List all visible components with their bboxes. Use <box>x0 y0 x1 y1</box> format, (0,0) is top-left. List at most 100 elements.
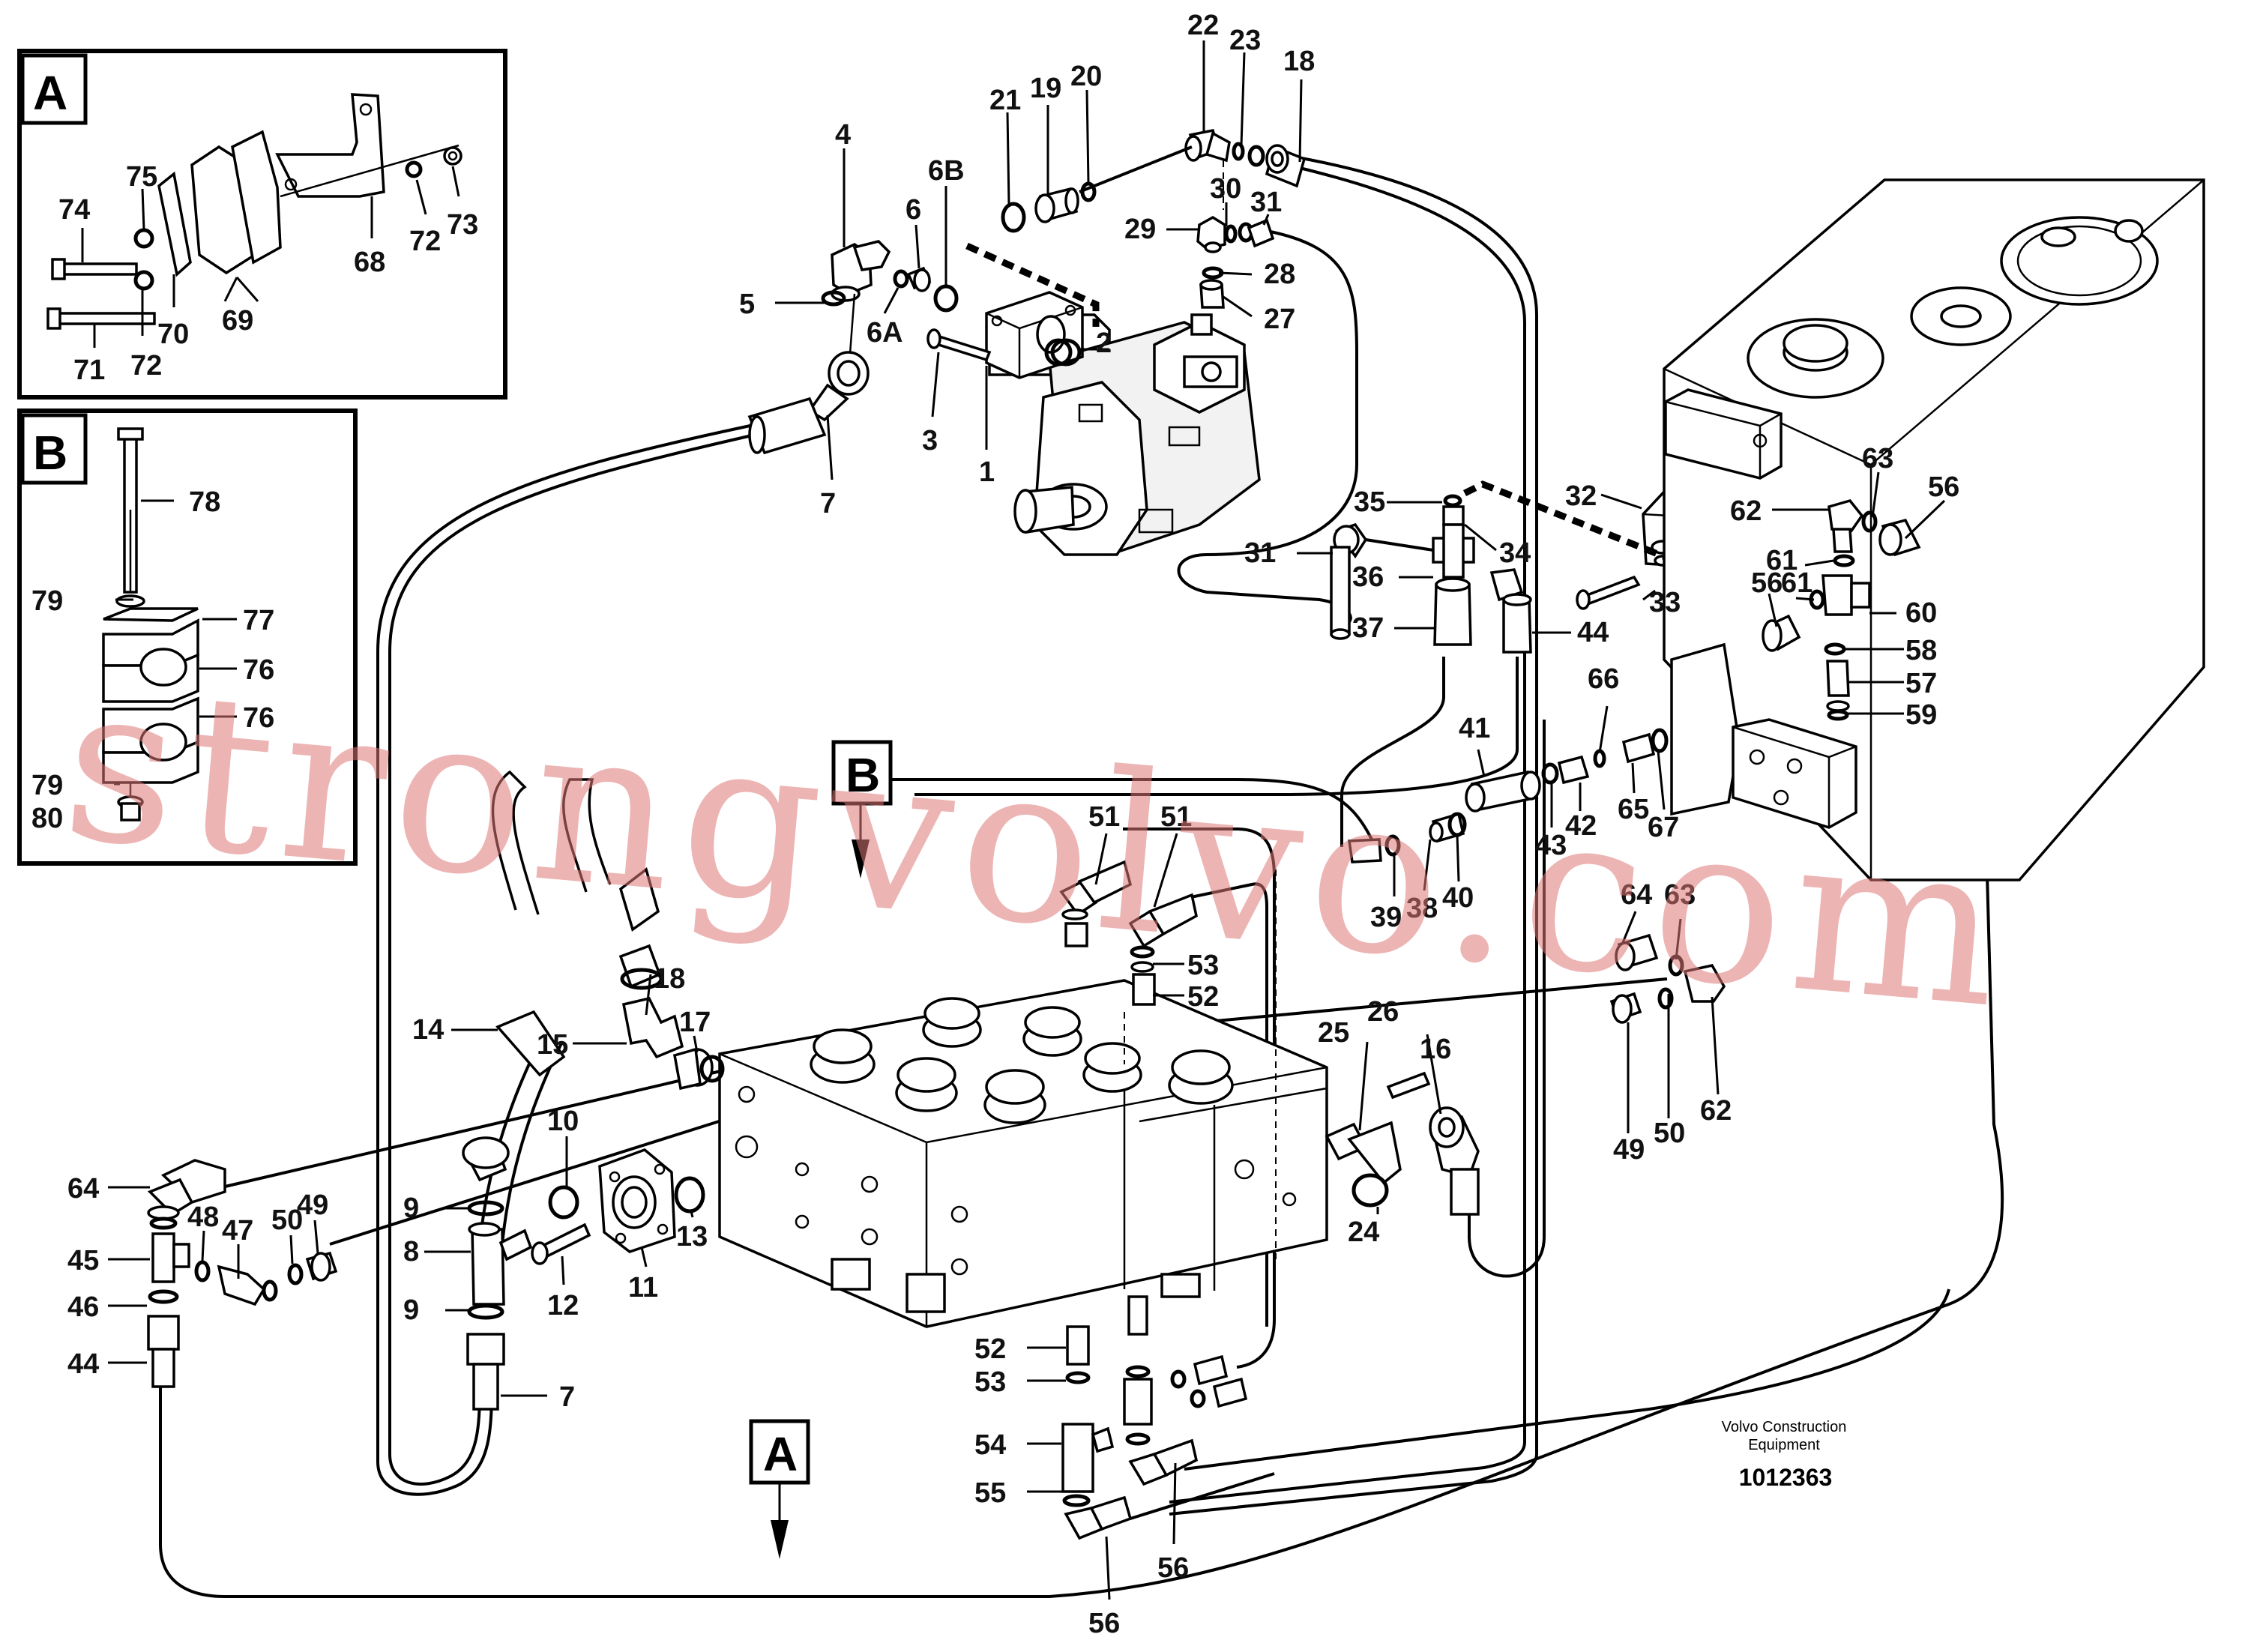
label-44b: 44 <box>67 1348 99 1380</box>
label-62: 62 <box>1730 495 1762 527</box>
fitting-group-44-50 <box>147 1159 338 1388</box>
label-61: 61 <box>1766 545 1798 576</box>
hydraulic-tank <box>1663 178 2205 881</box>
label-40: 40 <box>1442 882 1474 914</box>
label-37: 37 <box>1352 612 1384 644</box>
label-53b: 53 <box>974 1366 1006 1398</box>
hydraulic-pump <box>988 313 1261 556</box>
label-52: 52 <box>1187 981 1219 1013</box>
label-61b: 61 <box>1781 567 1812 599</box>
label-72b: 72 <box>130 350 162 382</box>
label-45: 45 <box>67 1245 99 1276</box>
flange-block <box>926 291 1084 379</box>
control-valve-block <box>718 869 1328 1328</box>
label-76: 76 <box>243 654 274 686</box>
label-35: 35 <box>1354 486 1385 518</box>
label-55: 55 <box>974 1477 1006 1509</box>
label-63: 63 <box>1862 443 1893 474</box>
label-19: 19 <box>1030 73 1061 104</box>
label-44: 44 <box>1577 617 1609 648</box>
label-33: 33 <box>1649 587 1681 618</box>
label-56d: 56 <box>1157 1552 1189 1584</box>
label-6B: 6B <box>928 155 965 187</box>
label-49b: 49 <box>297 1190 328 1221</box>
label-32: 32 <box>1565 480 1597 512</box>
fitting-group-4-6 <box>747 240 959 455</box>
label-13: 13 <box>676 1221 708 1252</box>
label-72: 72 <box>409 226 441 257</box>
svg-text:B: B <box>846 748 880 802</box>
label-31b: 31 <box>1244 537 1276 569</box>
inset-a-letter: A <box>33 66 67 120</box>
label-12: 12 <box>547 1290 579 1321</box>
label-25: 25 <box>1318 1017 1349 1049</box>
label-71: 71 <box>73 355 105 386</box>
label-18: 18 <box>1283 46 1315 77</box>
label-14: 14 <box>412 1014 444 1046</box>
drawing-number: 1012363 <box>1739 1464 1833 1491</box>
label-69: 69 <box>222 305 253 337</box>
credit-line-1: Volvo Construction <box>1722 1419 1847 1435</box>
label-1: 1 <box>979 456 995 488</box>
label-5: 5 <box>739 289 755 320</box>
label-65: 65 <box>1618 794 1649 825</box>
label-43: 43 <box>1535 830 1567 861</box>
label-31: 31 <box>1250 187 1282 218</box>
svg-text:A: A <box>763 1427 798 1481</box>
fitting-group-31-37 <box>1330 494 1532 654</box>
label-36: 36 <box>1352 561 1384 593</box>
label-30: 30 <box>1210 173 1241 205</box>
label-34: 34 <box>1499 537 1531 569</box>
label-18b: 18 <box>654 963 685 995</box>
label-26: 26 <box>1367 996 1399 1028</box>
fitting-group-51-55 <box>1059 860 1275 1540</box>
label-16: 16 <box>1420 1034 1451 1065</box>
part-labels: 74 75 70 69 68 72 73 71 72 78 79 77 76 7… <box>31 10 1959 1639</box>
label-56b: 56 <box>1751 567 1783 599</box>
label-77: 77 <box>243 605 274 636</box>
label-56: 56 <box>1928 471 1959 503</box>
fitting-group-27-31 <box>1196 215 1275 309</box>
label-48: 48 <box>187 1202 219 1233</box>
label-78: 78 <box>189 486 220 518</box>
inset-a: A <box>17 49 507 400</box>
label-9b: 9 <box>403 1294 419 1326</box>
label-57: 57 <box>1905 668 1937 699</box>
label-39: 39 <box>1370 902 1402 933</box>
inset-b-letter: B <box>33 426 67 480</box>
label-63b: 63 <box>1664 879 1696 911</box>
label-6: 6 <box>905 194 921 226</box>
label-42: 42 <box>1565 810 1597 842</box>
leader-lines <box>108 40 1946 1600</box>
label-75: 75 <box>126 161 157 193</box>
label-49: 49 <box>1613 1134 1645 1166</box>
label-21: 21 <box>989 85 1021 116</box>
label-64b: 64 <box>67 1173 99 1205</box>
label-10: 10 <box>547 1106 579 1137</box>
label-51b: 51 <box>1160 801 1192 833</box>
label-41: 41 <box>1459 713 1490 744</box>
label-4: 4 <box>835 119 851 151</box>
label-51: 51 <box>1088 801 1120 833</box>
label-23: 23 <box>1229 25 1261 56</box>
label-46: 46 <box>67 1291 99 1323</box>
label-76b: 76 <box>243 702 274 734</box>
label-67: 67 <box>1648 812 1679 843</box>
label-56c: 56 <box>1088 1608 1120 1639</box>
view-marker-b: B <box>831 740 893 878</box>
label-38: 38 <box>1406 893 1438 924</box>
credit-line-2: Equipment <box>1748 1437 1820 1453</box>
inset-a-bolts <box>46 258 156 330</box>
label-79b: 79 <box>31 770 63 801</box>
label-8: 8 <box>403 1236 419 1267</box>
label-54: 54 <box>974 1429 1006 1461</box>
label-53: 53 <box>1187 950 1219 981</box>
fitting-group-16-26 <box>1325 933 1726 1216</box>
label-62b: 62 <box>1700 1095 1732 1127</box>
inset-b: B <box>17 409 358 866</box>
label-79: 79 <box>31 585 63 617</box>
label-50: 50 <box>1654 1118 1685 1149</box>
label-17: 17 <box>679 1007 711 1038</box>
label-28: 28 <box>1264 259 1295 290</box>
